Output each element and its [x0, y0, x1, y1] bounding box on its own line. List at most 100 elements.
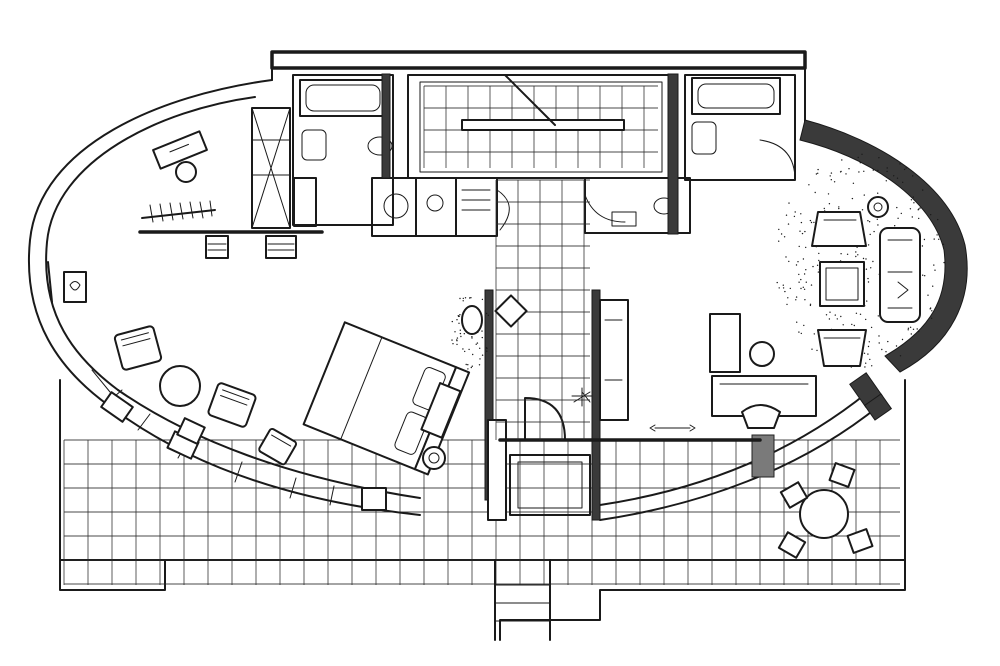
stipple-dot — [929, 307, 932, 309]
stipple-dot — [919, 207, 921, 209]
stipple-dot — [803, 324, 805, 327]
stipple-dot — [845, 173, 847, 175]
interior-walls — [138, 107, 762, 521]
stipple-dot — [804, 230, 806, 233]
stipple-dot — [783, 236, 786, 238]
stipple-dot — [467, 364, 469, 366]
stipple-dot — [877, 192, 879, 194]
stipple-dot — [877, 169, 879, 172]
stipple-dot — [470, 366, 472, 369]
stipple-dot — [815, 173, 818, 175]
stipple-dot — [451, 320, 453, 323]
stipple-dot — [872, 169, 874, 171]
stipple-dot — [800, 332, 802, 335]
dining-table — [799, 489, 849, 539]
armchair — [817, 329, 867, 367]
stipple-dot — [887, 340, 889, 343]
stipple-dot — [899, 163, 901, 165]
stipple-dot — [451, 339, 453, 341]
door-swing — [759, 139, 796, 181]
stipple-dot — [901, 338, 904, 341]
stipple-dot — [459, 332, 462, 335]
side-table — [176, 417, 206, 445]
sofa — [879, 227, 921, 323]
stipple-dot — [885, 351, 887, 353]
stipple-dot — [782, 287, 785, 289]
stipple-dot — [795, 299, 797, 301]
toilet — [301, 129, 327, 161]
stipple-dot — [921, 245, 924, 247]
stipple-dot — [464, 350, 466, 353]
stipple-dot — [469, 297, 471, 299]
stipple-dot — [909, 326, 912, 328]
core-wall — [381, 73, 391, 179]
stipple-dot — [479, 358, 481, 360]
terrace-dining — [777, 462, 874, 559]
niche — [265, 235, 297, 259]
stipple-dot — [840, 315, 842, 318]
core-block — [270, 50, 807, 237]
stipple-dot — [886, 167, 888, 169]
bathtub — [691, 77, 781, 115]
stipple-dot — [485, 312, 488, 315]
stipple-dot — [467, 368, 469, 370]
stipple-dot — [801, 232, 804, 235]
stipple-dot — [829, 175, 831, 177]
stipple-dot — [863, 352, 866, 354]
stipple-dot — [812, 265, 814, 268]
stipple-dot — [456, 343, 458, 346]
stipple-dot — [788, 260, 790, 263]
stipple-dot — [784, 290, 786, 293]
stipple-dot — [809, 303, 812, 305]
stipple-dot — [910, 333, 912, 335]
stipple-dot — [936, 234, 938, 236]
stipple-dot — [798, 245, 800, 248]
floor-lamp — [422, 446, 446, 470]
stipple-dot — [481, 354, 484, 356]
stipple-dot — [859, 162, 861, 164]
desk — [152, 130, 208, 170]
stipple-dot — [802, 258, 805, 260]
coffee-table — [819, 261, 865, 307]
stipple-dot — [896, 177, 899, 179]
stipple-dot — [472, 353, 474, 356]
stipple-dot — [838, 207, 840, 210]
stipple-dot — [800, 213, 802, 215]
stipple-dot — [468, 348, 470, 351]
stipple-dot — [454, 331, 456, 333]
towel-rail — [461, 189, 491, 211]
round-side-table — [159, 365, 201, 407]
stipple-dot — [932, 285, 934, 287]
stipple-dot — [778, 228, 780, 231]
stipple-dot — [938, 238, 940, 240]
stipple-dot — [865, 258, 867, 260]
stipple-dot — [852, 182, 855, 184]
stipple-dot — [868, 341, 870, 343]
stipple-dot — [471, 365, 473, 367]
stipple-dot — [905, 167, 907, 169]
stipple-dot — [785, 214, 788, 216]
stipple-dot — [828, 318, 831, 320]
stipple-dot — [878, 157, 880, 159]
stipple-dot — [895, 345, 898, 347]
stipple-dot — [868, 221, 871, 223]
stipple-dot — [486, 347, 488, 350]
stipple-dot — [458, 322, 460, 324]
stipple-dot — [803, 288, 806, 290]
stipple-dot — [456, 319, 458, 321]
stipple-dot — [865, 268, 868, 270]
stipple-dot — [462, 348, 464, 350]
stipple-dot — [478, 364, 481, 366]
stipple-dot — [841, 159, 843, 161]
stipple-dot — [870, 267, 872, 269]
stipple-dot — [855, 255, 857, 258]
stipple-dot — [916, 328, 918, 330]
stipple-dot — [479, 347, 481, 349]
stipple-dot — [923, 238, 926, 241]
wash-basin — [367, 136, 393, 156]
armchair — [811, 211, 867, 247]
entry-steps — [494, 559, 551, 641]
stipple-dot — [785, 256, 787, 258]
stipple-dot — [878, 335, 880, 337]
